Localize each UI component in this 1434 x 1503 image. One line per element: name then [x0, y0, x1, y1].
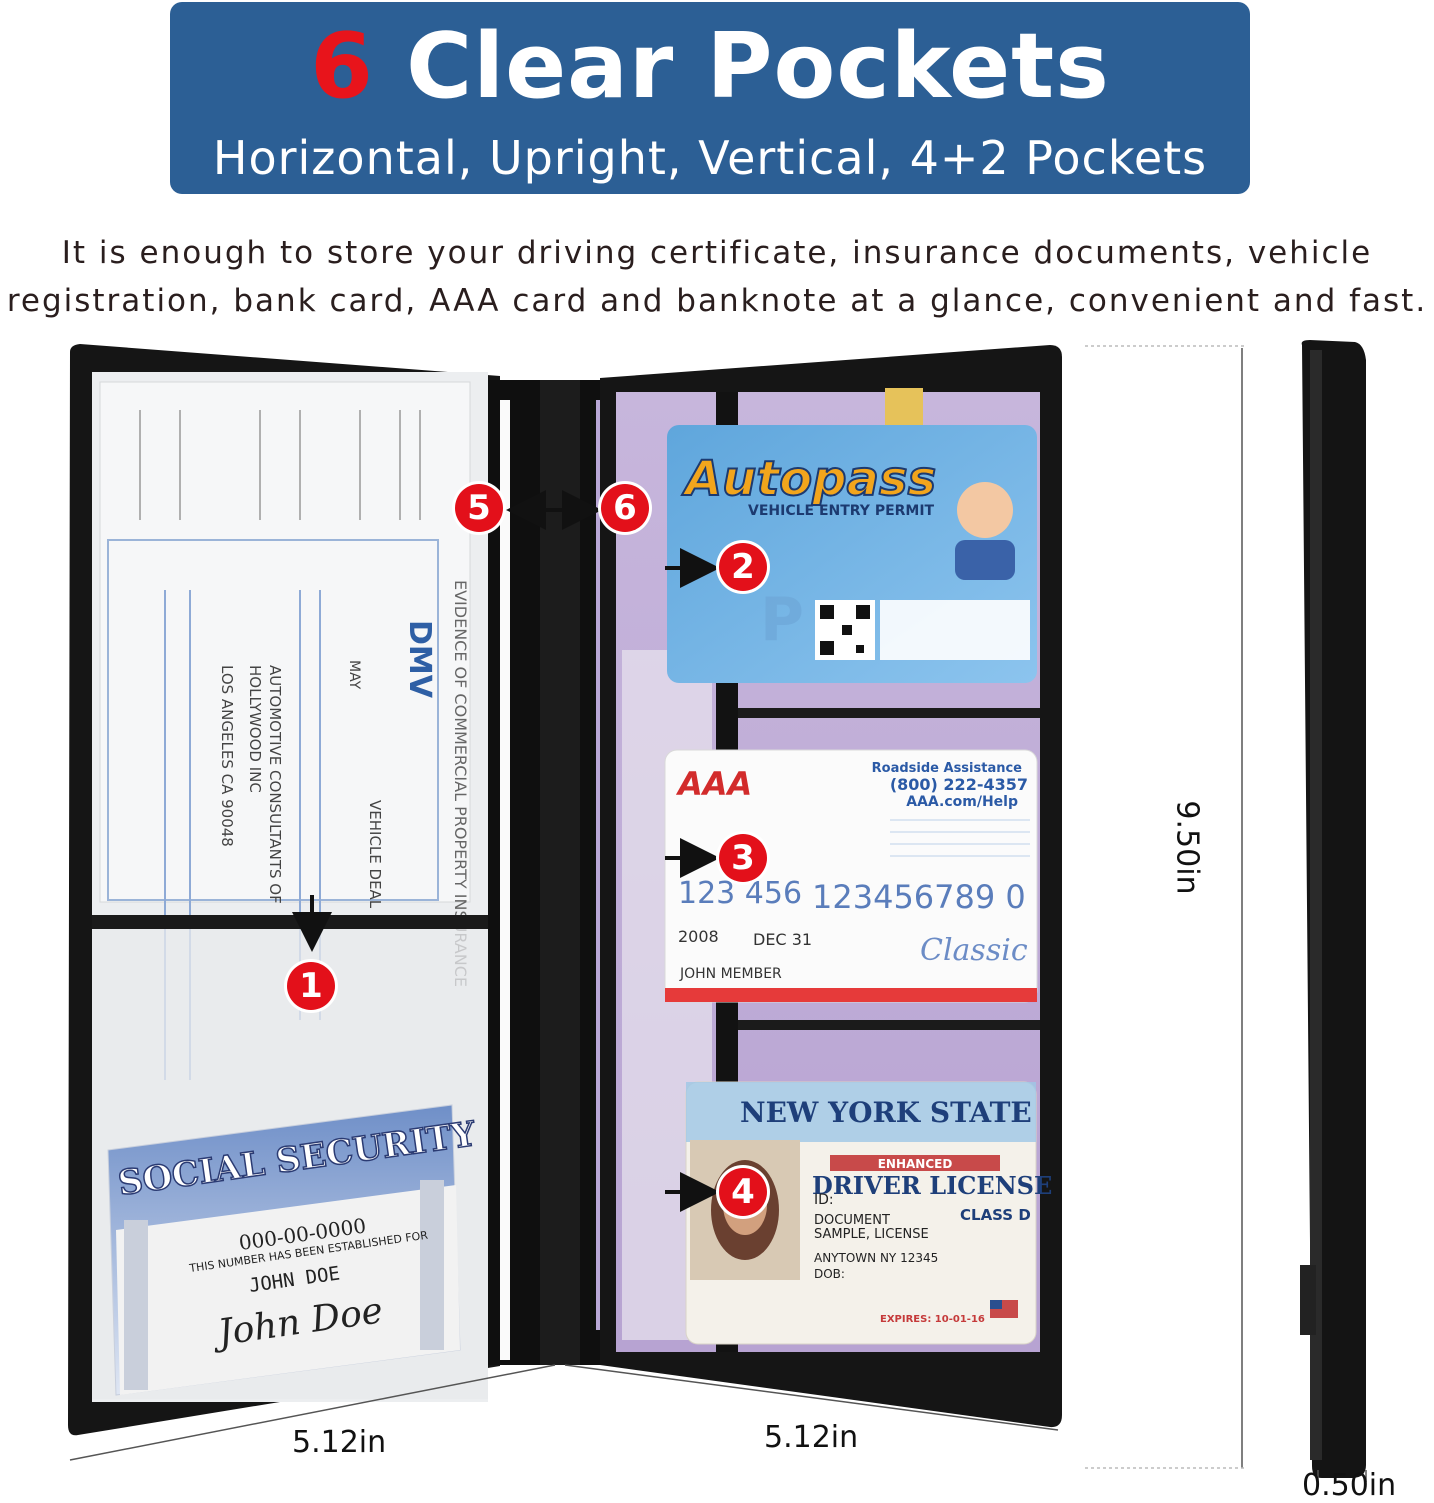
- pocket-arrows: [292, 490, 720, 1212]
- aaa-card: AAA Roadside Assistance (800) 222-4357 A…: [664, 749, 1038, 1003]
- social-security-card: SOCIAL SECURITY 000-00-0000 THIS NUMBER …: [107, 1104, 479, 1396]
- aaa-valid-thru: DEC 31: [753, 930, 812, 949]
- pocket-badge-6: 6: [601, 484, 649, 532]
- dimension-thickness: 0.50in: [1302, 1468, 1397, 1503]
- description-line-1: It is enough to store your driving certi…: [61, 235, 1373, 271]
- autopass-logo: Autopass: [681, 451, 936, 507]
- ny-town: ANYTOWN NY 12345: [814, 1251, 938, 1265]
- dimension-right-width: 5.12in: [764, 1420, 859, 1455]
- ny-enhanced: ENHANCED: [878, 1157, 953, 1171]
- description-line-2: registration, bank card, AAA card and ba…: [6, 283, 1428, 319]
- aaa-roadside: Roadside Assistance: [872, 761, 1023, 776]
- aaa-member-name: JOHN MEMBER: [679, 966, 782, 982]
- banner-subtitle: Horizontal, Upright, Vertical, 4+2 Pocke…: [212, 131, 1208, 185]
- aaa-classic: Classic: [920, 933, 1028, 968]
- pocket-badge-5: 5: [455, 484, 503, 532]
- banner-title: 6 Clear Pockets: [170, 12, 1250, 122]
- svg-text:P: P: [760, 585, 804, 655]
- autopass-card: Autopass VEHICLE ENTRY PERMIT P: [667, 388, 1037, 683]
- doc-vehicle: VEHICLE DEAL: [366, 800, 384, 909]
- right-panel: Autopass VEHICLE ENTRY PERMIT P AAA Road…: [600, 345, 1062, 1428]
- ny-title: NEW YORK STATE: [740, 1096, 1032, 1129]
- dimension-height: 9.50in: [1169, 800, 1205, 895]
- doc-company-2: HOLLYWOOD INC: [246, 665, 264, 793]
- wallet-side-view: [1300, 340, 1366, 1478]
- ny-expires: EXPIRES: 10-01-16: [880, 1314, 985, 1325]
- ny-driver-license-label: DRIVER LICENSE: [812, 1171, 1052, 1200]
- aaa-logo: AAA: [675, 765, 752, 803]
- banner-title-text: Clear Pockets: [406, 14, 1110, 119]
- ny-dob: DOB:: [814, 1267, 845, 1281]
- dimension-left-width: 5.12in: [292, 1425, 387, 1460]
- header-banner: 6 Clear Pockets Horizontal, Upright, Ver…: [170, 2, 1250, 194]
- doc-title: EVIDENCE OF COMMERCIAL PROPERTY INSURANC…: [451, 580, 470, 987]
- autopass-subtitle: VEHICLE ENTRY PERMIT: [748, 503, 935, 519]
- aaa-membership-number: 123456789 0: [812, 878, 1026, 916]
- pocket-badge-1: 1: [287, 962, 335, 1010]
- ny-driver-license: NEW YORK STATE ENHANCED DRIVER LICENSE C…: [685, 1081, 1052, 1345]
- aaa-year: 2008: [678, 927, 719, 946]
- wallet-spine: [488, 380, 608, 1365]
- doc-company: AUTOMOTIVE CONSULTANTS OF: [266, 665, 284, 904]
- doc-city: LOS ANGELES CA 90048: [218, 665, 236, 847]
- ny-id: ID:: [814, 1192, 834, 1208]
- ny-class: CLASS D: [960, 1206, 1031, 1224]
- pocket-1-divider: [92, 915, 488, 929]
- insurance-document: [99, 381, 471, 903]
- pocket-badge-3: 3: [719, 834, 767, 882]
- aaa-url: AAA.com/Help: [906, 794, 1018, 810]
- doc-dmv-logo: DMV: [402, 620, 437, 699]
- banner-title-number: 6: [310, 14, 374, 119]
- dimension-lines: [69, 345, 1367, 1482]
- left-panel: EVIDENCE OF COMMERCIAL PROPERTY INSURANC…: [68, 344, 500, 1436]
- ny-sample-name: SAMPLE, LICENSE: [814, 1227, 929, 1242]
- pocket-badge-4: 4: [719, 1168, 767, 1216]
- pocket-badge-2: 2: [719, 543, 767, 591]
- aaa-phone: (800) 222-4357: [890, 775, 1028, 794]
- doc-month: MAY: [346, 660, 362, 690]
- ny-document: DOCUMENT: [814, 1213, 890, 1228]
